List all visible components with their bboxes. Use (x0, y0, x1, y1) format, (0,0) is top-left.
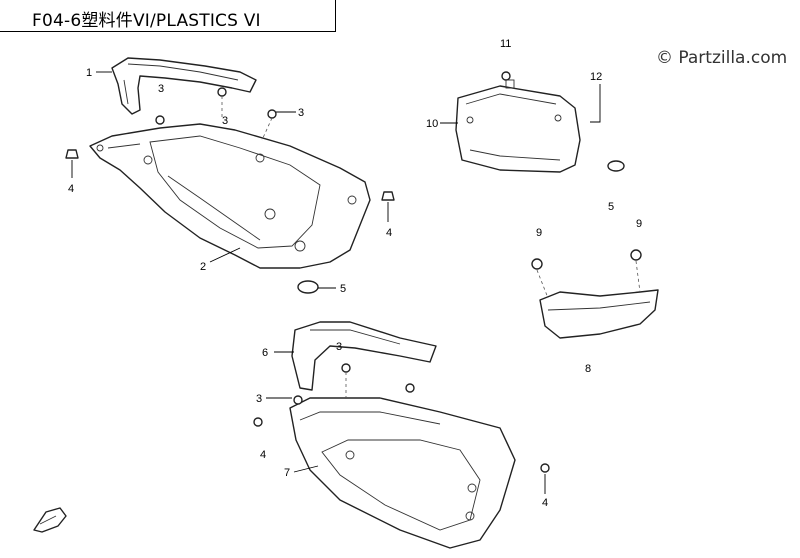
part-3-screw-e[interactable] (293, 395, 303, 405)
part-4-screw-lower-left[interactable] (253, 417, 263, 427)
alignment-line-d (635, 260, 641, 293)
callout-3c: 3 (298, 107, 304, 119)
part-11-screw[interactable] (501, 71, 511, 81)
callout-2: 2 (200, 261, 206, 273)
part-4-screw-lower-right[interactable] (540, 463, 550, 473)
part-1-upper-rail[interactable] (111, 57, 257, 115)
alignment-line-b (261, 117, 273, 141)
callout-3e: 3 (256, 393, 262, 405)
leader-12 (590, 84, 601, 123)
part-6-lower-rail[interactable] (291, 321, 437, 391)
callout-3a: 3 (158, 83, 164, 95)
part-3-screw-a[interactable] (217, 87, 227, 97)
leader-7 (293, 465, 319, 473)
part-7-right-side-panel[interactable] (289, 397, 516, 549)
callout-10: 10 (426, 118, 438, 130)
diagram-title: F04-6塑料件VI/PLASTICS VI (32, 11, 261, 31)
part-5-nut-right[interactable] (607, 160, 625, 172)
leader-2 (209, 247, 241, 263)
part-2-left-side-panel[interactable] (89, 123, 371, 269)
callout-3d: 3 (336, 341, 342, 353)
callout-4b: 4 (386, 227, 392, 239)
callout-4c: 4 (260, 449, 266, 461)
alignment-line-c (536, 269, 549, 299)
part-3-screw-d[interactable] (341, 363, 351, 373)
part-3-screw-b[interactable] (155, 115, 165, 125)
part-9-screw-b[interactable] (630, 249, 642, 261)
callout-4a: 4 (68, 183, 74, 195)
callout-4d: 4 (542, 497, 548, 509)
callout-11: 11 (500, 38, 511, 50)
callout-5a: 5 (340, 283, 346, 295)
callout-9a: 9 (536, 227, 542, 239)
callout-1: 1 (86, 67, 92, 79)
part-4-nut-upper-right[interactable] (381, 191, 395, 201)
callout-9b: 9 (636, 218, 642, 230)
callout-7: 7 (284, 467, 290, 479)
callout-8: 8 (585, 363, 591, 375)
part-9-screw-a[interactable] (531, 258, 543, 270)
part-4-nut-upper-left[interactable] (65, 149, 79, 159)
callout-5b: 5 (608, 201, 614, 213)
part-3-screw-f[interactable] (405, 383, 415, 393)
part-5-nut-left[interactable] (297, 280, 319, 294)
direction-arrow-icon (33, 507, 67, 533)
title-box: F04-6塑料件VI/PLASTICS VI (0, 0, 336, 32)
callout-6: 6 (262, 347, 268, 359)
part-8-bracket[interactable] (539, 289, 659, 339)
callout-12: 12 (590, 71, 602, 83)
part-3-screw-c[interactable] (267, 109, 277, 119)
part-10-bracket-box[interactable] (455, 79, 581, 173)
callout-3b: 3 (222, 115, 228, 127)
watermark: © Partzilla.com (656, 48, 788, 68)
